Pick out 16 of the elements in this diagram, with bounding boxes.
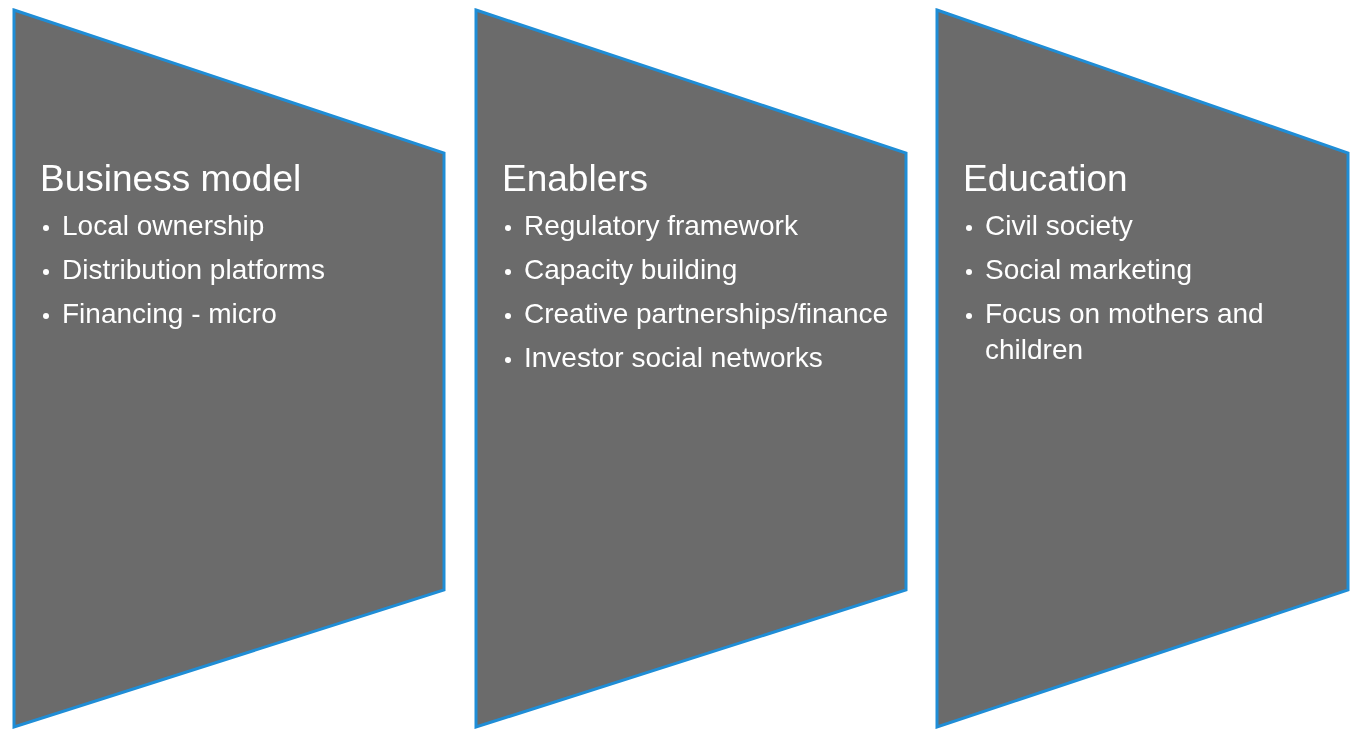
bullet-text: Local ownership xyxy=(62,209,265,243)
panel-heading: Enablers xyxy=(502,157,650,201)
chevron-panel xyxy=(474,7,908,729)
bullet-text: Focus on mothers and children xyxy=(985,297,1265,367)
chevron-panel xyxy=(12,7,446,729)
bullet-text: Capacity building xyxy=(524,253,738,287)
panel-heading: Business model xyxy=(40,157,303,201)
panel-heading: Education xyxy=(963,157,1129,201)
bullet-text: Social marketing xyxy=(985,253,1192,287)
chevron-panel xyxy=(935,7,1350,729)
bullet-text: Financing - micro xyxy=(62,297,277,331)
bullet-text: Creative partnerships/finance xyxy=(524,297,889,331)
bullet-text: Distribution platforms xyxy=(62,253,325,287)
bullet-text: Investor social networks xyxy=(524,341,823,375)
bullet-text: Civil society xyxy=(985,209,1133,243)
bullet-text: Regulatory framework xyxy=(524,209,798,243)
